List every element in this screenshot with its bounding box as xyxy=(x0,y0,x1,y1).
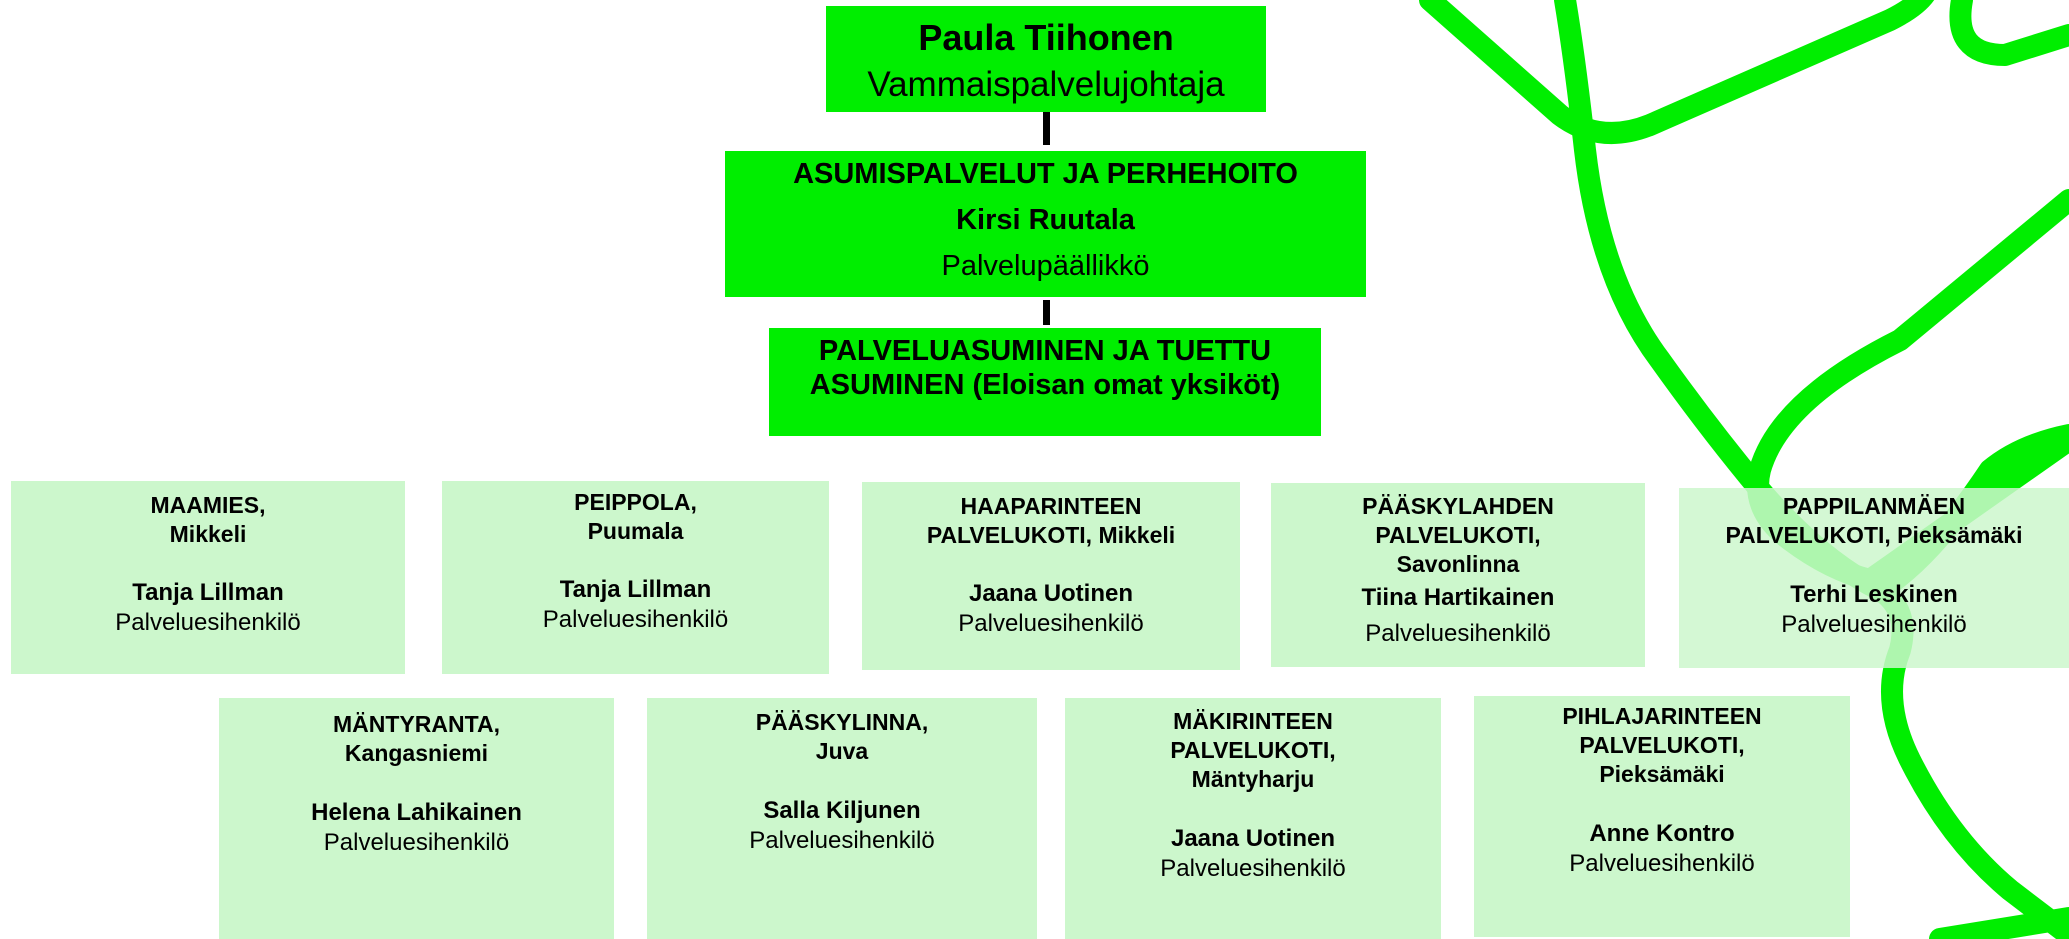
unit-title: PALVELUKOTI, Pieksämäki xyxy=(1725,522,2023,548)
unit-person: Tiina Hartikainen xyxy=(1361,584,1555,611)
unit-role: Palveluesihenkilö xyxy=(323,829,510,856)
unit-person: Anne Kontro xyxy=(1589,820,1735,847)
unit-title: MÄKIRINTEEN xyxy=(1173,708,1333,734)
unit-role: Palveluesihenkilö xyxy=(542,606,729,633)
service-area-box: ASUMISPALVELUT JA PERHEHOITO Kirsi Ruuta… xyxy=(725,151,1366,297)
unit-title: PALVELUKOTI, xyxy=(1170,737,1336,763)
unit-person: Tanja Lillman xyxy=(559,576,712,603)
unit-title: MÄNTYRANTA, xyxy=(333,711,500,737)
unit-box-mantyranta: MÄNTYRANTA, Kangasniemi Helena Lahikaine… xyxy=(219,698,614,939)
unit-title: PÄÄSKYLAHDEN xyxy=(1362,493,1554,519)
unit-role: Palveluesihenkilö xyxy=(1569,850,1755,877)
unit-person: Helena Lahikainen xyxy=(311,799,522,826)
section-box: PALVELUASUMINEN JA TUETTU ASUMINEN (Eloi… xyxy=(769,328,1321,436)
connector-line xyxy=(1043,300,1050,325)
connector-line xyxy=(1043,112,1050,145)
unit-box-maamies: MAAMIES, Mikkeli Tanja Lillman Palvelues… xyxy=(11,481,405,674)
unit-box-pihlajarinteen: PIHLAJARINTEEN PALVELUKOTI, Pieksämäki A… xyxy=(1474,696,1850,937)
service-area-heading: ASUMISPALVELUT JA PERHEHOITO xyxy=(793,158,1298,190)
section-title-line2: ASUMINEN (Eloisan omat yksiköt) xyxy=(809,369,1281,401)
unit-role: Palveluesihenkilö xyxy=(749,827,935,854)
unit-title: PALVELUKOTI, xyxy=(1375,522,1541,548)
unit-title: PAPPILANMÄEN xyxy=(1782,493,1966,519)
unit-title: Mikkeli xyxy=(169,521,247,547)
unit-person: Tanja Lillman xyxy=(132,579,284,606)
unit-role: Palveluesihenkilö xyxy=(1160,855,1346,882)
unit-person: Jaana Uotinen xyxy=(1170,825,1336,852)
unit-title: PEIPPOLA, xyxy=(574,489,697,515)
director-name: Paula Tiihonen xyxy=(918,17,1174,58)
unit-title: PÄÄSKYLINNA, xyxy=(755,709,929,735)
section-title-line1: PALVELUASUMINEN JA TUETTU xyxy=(818,335,1272,367)
unit-title: PALVELUKOTI, xyxy=(1579,732,1745,758)
unit-title: Kangasniemi xyxy=(344,740,489,766)
unit-title: PALVELUKOTI, Mikkeli xyxy=(926,522,1176,548)
unit-person: Terhi Leskinen xyxy=(1790,581,1958,608)
unit-person: Jaana Uotinen xyxy=(968,580,1134,607)
unit-title: Juva xyxy=(815,738,869,764)
unit-title: Pieksämäki xyxy=(1599,761,1725,787)
unit-role: Palveluesihenkilö xyxy=(1365,620,1551,647)
unit-role: Palveluesihenkilö xyxy=(958,610,1144,637)
unit-title: Puumala xyxy=(587,518,684,544)
unit-box-paaskylahden: PÄÄSKYLAHDEN PALVELUKOTI, Savonlinna Tii… xyxy=(1271,483,1645,667)
director-box: Paula Tiihonen Vammaispalvelujohtaja xyxy=(826,6,1266,112)
unit-box-paaskylinna: PÄÄSKYLINNA, Juva Salla Kiljunen Palvelu… xyxy=(647,698,1037,939)
director-title: Vammaispalvelujohtaja xyxy=(867,65,1225,104)
unit-box-makirinteen: MÄKIRINTEEN PALVELUKOTI, Mäntyharju Jaan… xyxy=(1065,698,1441,939)
unit-box-pappilanmaen: PAPPILANMÄEN PALVELUKOTI, Pieksämäki Ter… xyxy=(1679,488,2069,668)
unit-title: PIHLAJARINTEEN xyxy=(1562,703,1762,729)
unit-title: MAAMIES, xyxy=(150,492,266,518)
unit-box-haaparinteen: HAAPARINTEEN PALVELUKOTI, Mikkeli Jaana … xyxy=(862,482,1240,670)
unit-title: HAAPARINTEEN xyxy=(960,493,1142,519)
unit-person: Salla Kiljunen xyxy=(763,797,921,824)
service-area-manager-name: Kirsi Ruutala xyxy=(956,204,1135,236)
unit-box-peippola: PEIPPOLA, Puumala Tanja Lillman Palvelue… xyxy=(442,481,829,674)
unit-role: Palveluesihenkilö xyxy=(115,609,301,636)
unit-title: Mäntyharju xyxy=(1191,766,1315,792)
unit-title: Savonlinna xyxy=(1396,551,1520,577)
service-area-manager-title: Palvelupäällikkö xyxy=(941,250,1150,282)
unit-role: Palveluesihenkilö xyxy=(1781,611,1967,638)
